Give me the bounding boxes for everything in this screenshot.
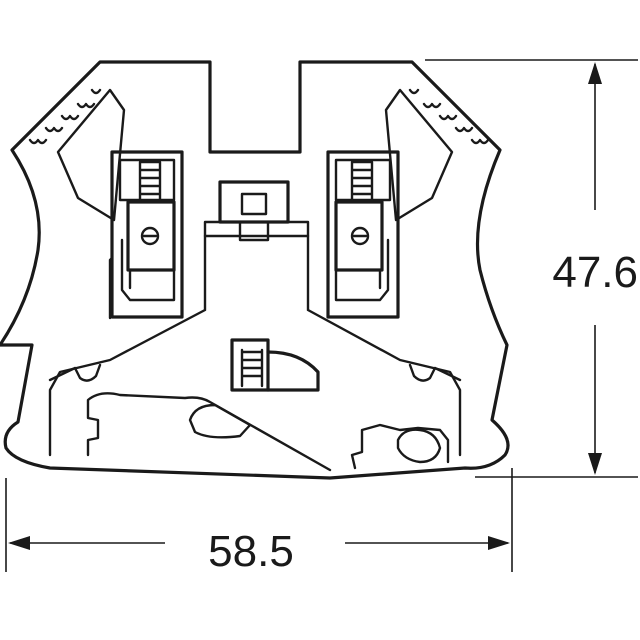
width-dimension: 58.5 bbox=[5, 468, 513, 576]
latch-thread bbox=[240, 348, 264, 388]
lower-right-block bbox=[408, 363, 462, 382]
right-clamp-screw-head bbox=[350, 226, 370, 246]
height-arrow-bottom bbox=[588, 453, 602, 475]
bridge-screw bbox=[240, 192, 268, 216]
left-clamp-body bbox=[126, 200, 176, 272]
center-bridge bbox=[203, 180, 310, 242]
rail-contour bbox=[86, 392, 450, 472]
left-screw-thread bbox=[138, 160, 162, 202]
bridge-plate bbox=[203, 220, 310, 242]
lower-left-block bbox=[48, 363, 102, 382]
height-arrow-top bbox=[588, 62, 602, 84]
latch-lever bbox=[266, 350, 320, 392]
width-arrow-left bbox=[8, 536, 30, 550]
width-arrow-right bbox=[488, 536, 510, 550]
left-ear-serrations bbox=[28, 88, 102, 145]
right-clamp-frame bbox=[326, 150, 400, 319]
left-clamp-screw-head bbox=[140, 226, 160, 246]
left-clamp-slot bbox=[118, 158, 176, 202]
bridge-housing bbox=[218, 180, 290, 224]
left-clamp-spring bbox=[120, 238, 176, 302]
left-clamp-assembly bbox=[110, 150, 184, 319]
terminal-block-body bbox=[0, 60, 510, 480]
right-clamp-spring bbox=[334, 238, 390, 302]
height-dimension: 47.6 bbox=[425, 59, 638, 478]
right-clamp-assembly bbox=[326, 150, 400, 319]
right-clamp-slot bbox=[334, 158, 392, 202]
body-outline bbox=[0, 60, 510, 480]
right-clamp-body bbox=[334, 200, 384, 272]
rail-foot bbox=[188, 403, 252, 439]
left-ear-inner bbox=[56, 88, 126, 222]
latch-box bbox=[230, 338, 270, 392]
width-label: 58.5 bbox=[208, 527, 294, 576]
right-ear-serrations bbox=[408, 88, 490, 145]
right-ear-inner bbox=[384, 88, 454, 222]
left-clamp-frame bbox=[110, 150, 184, 319]
right-screw-thread bbox=[350, 160, 374, 202]
rail-foot-right bbox=[396, 428, 442, 464]
height-label: 47.6 bbox=[552, 248, 638, 297]
foot-latch bbox=[230, 338, 320, 392]
